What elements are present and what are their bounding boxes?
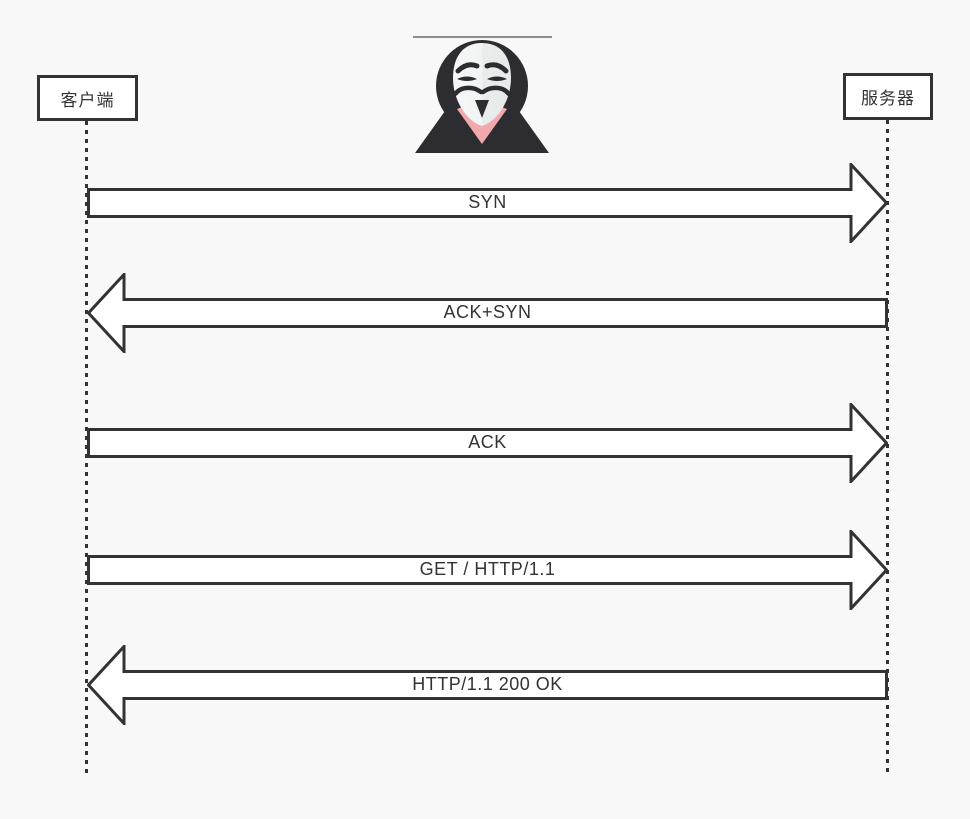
message-label-syn: SYN bbox=[468, 191, 507, 212]
client-lifeline bbox=[85, 121, 88, 775]
message-arrow-ack-syn: ACK+SYN bbox=[87, 273, 888, 353]
attacker-mask-icon bbox=[412, 30, 552, 153]
right-arrow-shape bbox=[87, 163, 888, 243]
mask-right-eye bbox=[487, 76, 507, 81]
left-arrow-shape bbox=[87, 273, 888, 353]
actor-server-label: 服务器 bbox=[861, 89, 915, 108]
mask-mustache-right bbox=[480, 85, 517, 97]
message-arrow-http-response: HTTP/1.1 200 OK bbox=[87, 645, 888, 725]
message-arrow-syn: SYN bbox=[87, 163, 888, 243]
top-divider-line bbox=[413, 36, 552, 38]
message-label-http-get: GET / HTTP/1.1 bbox=[419, 558, 556, 579]
message-label-http-response: HTTP/1.1 200 OK bbox=[412, 673, 563, 694]
actor-client-label: 客户端 bbox=[60, 90, 115, 110]
mask-goatee bbox=[475, 100, 489, 118]
mask-mustache-left bbox=[447, 85, 484, 97]
right-arrow-shape bbox=[87, 530, 888, 610]
left-arrow-shape bbox=[87, 645, 888, 725]
server-lifeline bbox=[886, 120, 889, 775]
mask-right-eyebrow bbox=[484, 62, 509, 74]
actor-server-box: 服务器 bbox=[843, 73, 933, 120]
mask-left-eyebrow bbox=[455, 62, 480, 74]
message-arrow-ack: ACK bbox=[87, 403, 888, 483]
right-arrow-shape bbox=[87, 403, 888, 483]
mask-left-eye bbox=[457, 76, 477, 81]
message-label-ack: ACK bbox=[468, 431, 507, 452]
message-label-ack-syn: ACK+SYN bbox=[443, 301, 532, 322]
message-arrow-http-get: GET / HTTP/1.1 bbox=[87, 530, 888, 610]
actor-client-box: 客户端 bbox=[37, 75, 138, 121]
